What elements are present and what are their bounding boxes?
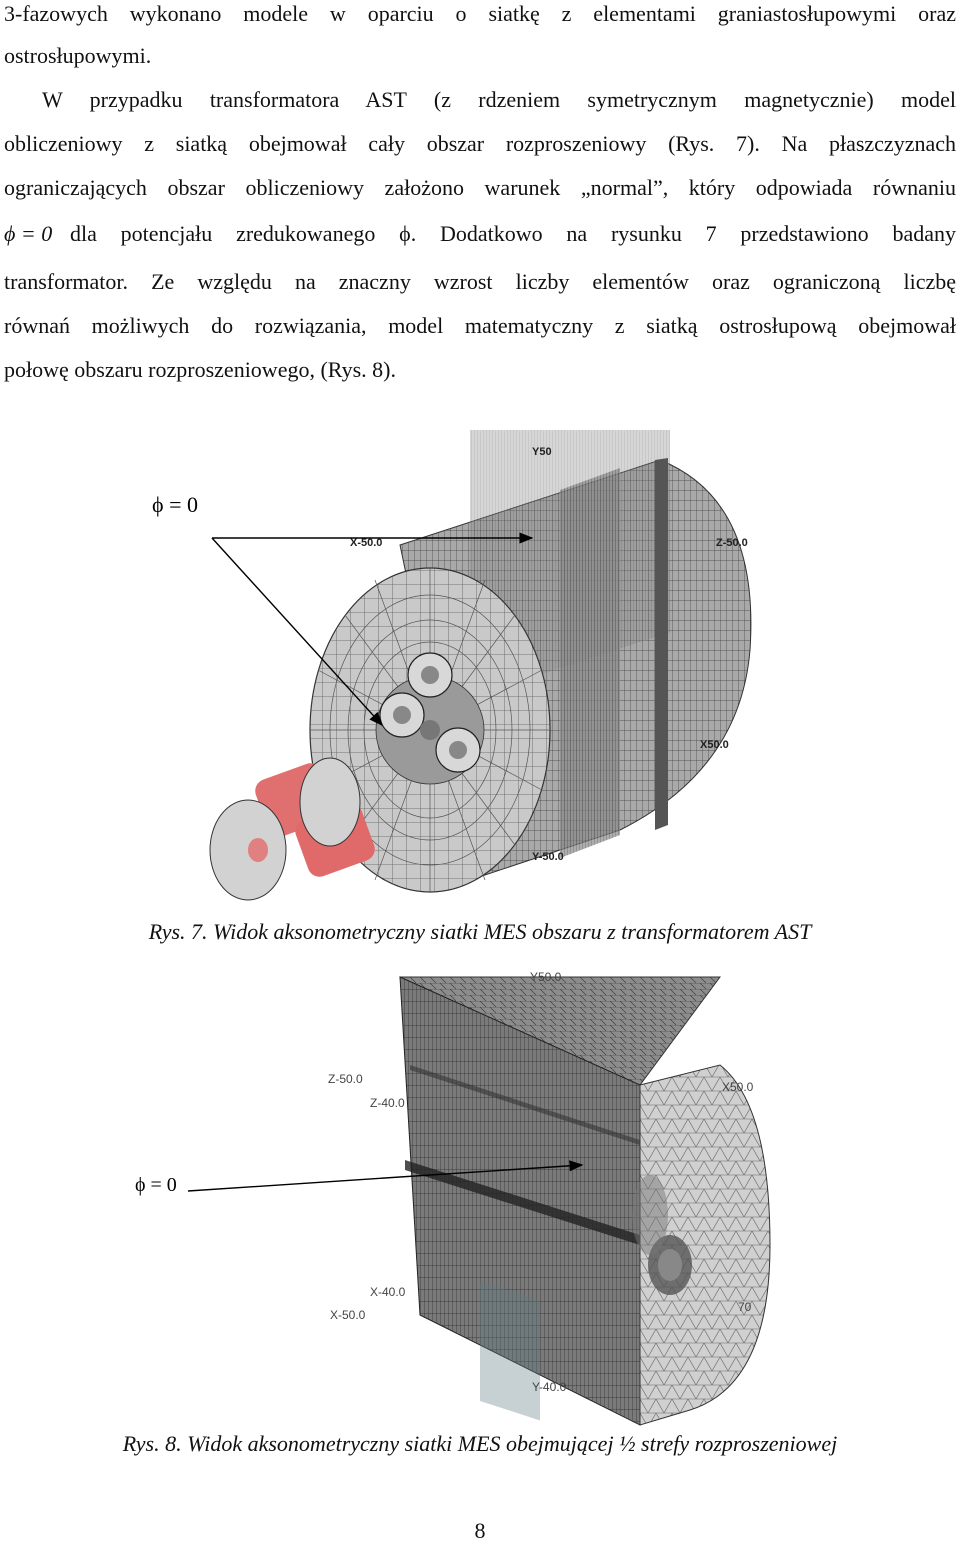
axis-label-zm50: Z-50.0 bbox=[328, 1072, 363, 1086]
axis-label-xm50: X-50.0 bbox=[350, 537, 382, 549]
figure-7-caption: Rys. 7. Widok aksonometryczny siatki MES… bbox=[148, 919, 812, 944]
equation-text: ϕ = 0 bbox=[4, 221, 53, 246]
text-line-3: W przypadku transformatora AST (z rdzeni… bbox=[42, 87, 956, 112]
axis-label-70: 70 bbox=[738, 1300, 752, 1314]
text-line-4: obliczeniowy z siatką obejmował cały obs… bbox=[4, 131, 956, 156]
text-line-6: dla potencjału zredukowanego ϕ. Dodatkow… bbox=[70, 221, 956, 246]
axis-label-zm50: Z-50.0 bbox=[716, 537, 748, 549]
text-line-1: 3-fazowych wykonano modele w oparciu o s… bbox=[4, 1, 956, 26]
page-number: 8 bbox=[474, 1518, 486, 1543]
axis-label-xm50: X-50.0 bbox=[330, 1308, 366, 1322]
axis-label-y50: Y50.0 bbox=[530, 970, 562, 984]
figure-7-mesh: Y50 X-50.0 Z-50.0 X50.0 Y-50.0 ϕ = 0 bbox=[152, 430, 752, 901]
axis-label-x50: X50.0 bbox=[700, 739, 729, 751]
axis-label-ym50: Y-50.0 bbox=[532, 851, 564, 863]
axis-label-zm40: Z-40.0 bbox=[370, 1096, 405, 1110]
axis-label-y50: Y50 bbox=[532, 446, 552, 458]
axis-label-x50: X50.0 bbox=[722, 1080, 754, 1094]
equation-phi-zero: ϕ = 0 bbox=[4, 220, 64, 248]
text-line-5: ograniczających obszar obliczeniowy zało… bbox=[4, 175, 956, 200]
figure-8-mesh: Y50.0 Z-50.0 Z-40.0 X50.0 X-40.0 X-50.0 … bbox=[135, 970, 771, 1426]
text-line-9: połowę obszaru rozproszeniowego, (Rys. 8… bbox=[4, 357, 396, 382]
figure-8-caption: Rys. 8. Widok aksonometryczny siatki MES… bbox=[122, 1431, 838, 1456]
axis-label-ym40: Y-40.0 bbox=[532, 1380, 567, 1394]
front-face-tri-mesh bbox=[639, 1064, 771, 1426]
transformer-coils-mesh bbox=[375, 652, 485, 785]
transformer-model bbox=[209, 757, 375, 901]
figure8-phi-label: ϕ = 0 bbox=[135, 1174, 177, 1196]
figure7-phi-label: ϕ = 0 bbox=[152, 492, 198, 517]
axis-label-x40: X-40.0 bbox=[370, 1285, 406, 1299]
text-line-7: transformator. Ze względu na znaczny wzr… bbox=[4, 269, 956, 294]
text-line-8: równań możliwych do rozwiązania, model m… bbox=[4, 313, 956, 338]
text-line-2: ostrosłupowymi. bbox=[4, 43, 152, 68]
